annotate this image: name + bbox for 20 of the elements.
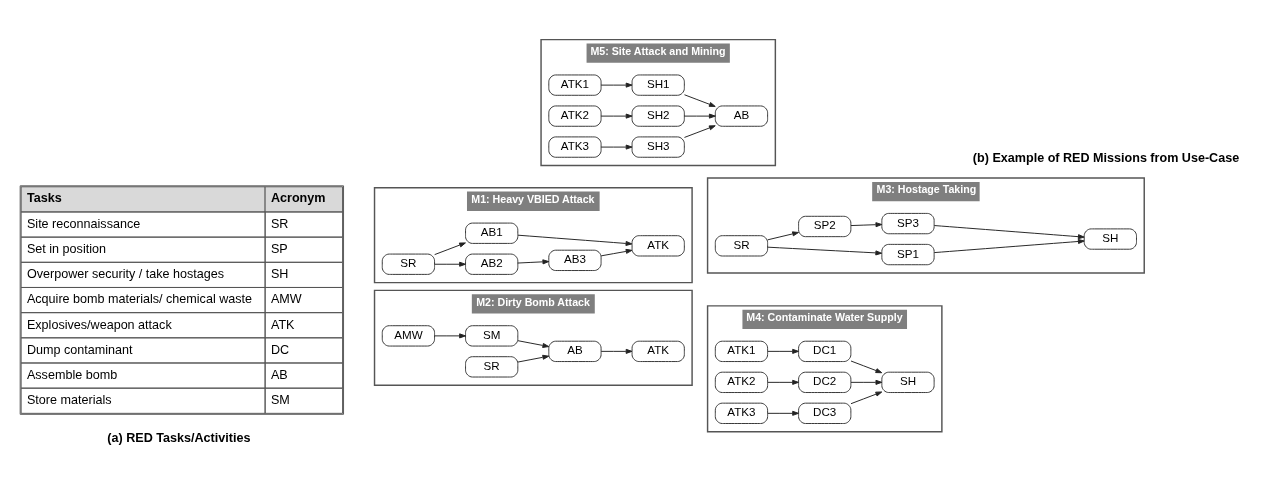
label: Set in position (26, 242, 106, 257)
label: Explosives/weapon attack (26, 317, 172, 332)
label: Assemble bomb (26, 367, 118, 382)
label: Acquire bomb materials/ chemical waste (26, 292, 253, 307)
label: ATK (270, 317, 295, 332)
label: Acronym (270, 190, 326, 205)
label: (a) RED Tasks/Activities (107, 430, 251, 445)
label: AB (270, 367, 288, 382)
label: Site reconnaissance (26, 216, 141, 231)
label: (b) Example of RED Missions from Use-Case (972, 151, 1240, 165)
label: SM (270, 393, 290, 408)
label: AMW (270, 292, 302, 307)
label: SH (270, 267, 289, 282)
label: DC (270, 342, 290, 357)
label: Store materials (26, 393, 112, 408)
label: SP (270, 242, 288, 257)
label: Dump contaminant (26, 342, 133, 357)
label: Overpower security / take hostages (26, 267, 225, 282)
label: SR (270, 216, 289, 231)
label: Tasks (26, 190, 62, 205)
